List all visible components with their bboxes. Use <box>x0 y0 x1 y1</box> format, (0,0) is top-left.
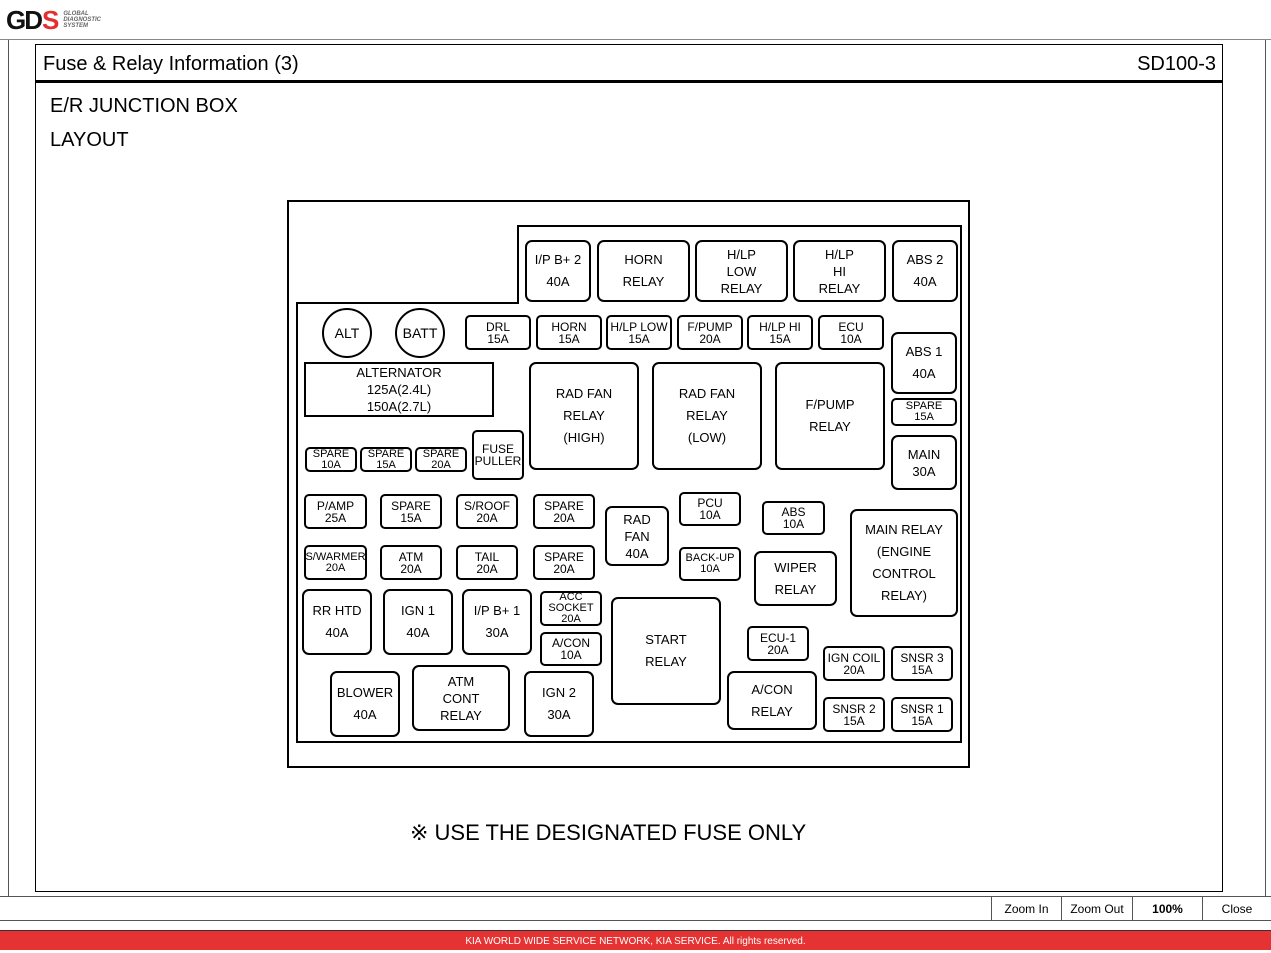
relay-slot: ATM CONT RELAY <box>412 665 510 731</box>
title-divider <box>36 80 1222 83</box>
fuse-slot: HORN 15A <box>536 315 602 350</box>
fuse-slot: SPARE 15A <box>360 447 412 472</box>
relay-slot: HORN RELAY <box>597 240 690 302</box>
document-frame: Fuse & Relay Information (3) SD100-3 E/R… <box>35 44 1223 892</box>
fuse-slot: S/ROOF 20A <box>456 494 518 529</box>
fuse-slot: BACK-UP 10A <box>679 547 741 581</box>
divider <box>1265 40 1266 896</box>
zoom-in-button[interactable]: Zoom In <box>991 897 1061 921</box>
subsection-heading: LAYOUT <box>50 129 129 151</box>
fuse-slot: I/P B+ 2 40A <box>525 240 591 302</box>
fuse-slot: ACC SOCKET 20A <box>540 591 602 626</box>
fuse-slot: ALT <box>322 308 372 358</box>
fuse-slot: SPARE 10A <box>305 447 357 472</box>
fuse-slot: ABS 1 40A <box>891 332 957 394</box>
fuse-slot: PCU 10A <box>679 492 741 526</box>
relay-slot: A/CON RELAY <box>727 671 817 730</box>
fuse-slot: SNSR 1 15A <box>891 697 953 732</box>
fuse-slot: IGN 1 40A <box>383 589 453 655</box>
fuse-slot: RR HTD 40A <box>302 589 372 655</box>
fuse-slot: BLOWER 40A <box>330 671 400 737</box>
relay-slot: RAD FAN RELAY (LOW) <box>652 362 762 470</box>
relay-slot: MAIN RELAY (ENGINE CONTROL RELAY) <box>850 509 958 617</box>
fuse-slot: SPARE 15A <box>380 494 442 529</box>
fuse-slot: A/CON 10A <box>540 632 602 666</box>
fuse-slot: SPARE 20A <box>533 545 595 580</box>
fuse-slot: I/P B+ 1 30A <box>462 589 532 655</box>
page-title: Fuse & Relay Information (3) <box>43 53 299 75</box>
viewer-toolbar: Zoom In Zoom Out 100% Close <box>0 896 1271 921</box>
fuse-note: ※ USE THE DESIGNATED FUSE ONLY <box>410 820 807 845</box>
fuse-slot: F/PUMP 20A <box>677 315 743 350</box>
divider <box>8 40 9 896</box>
fuse-slot: ABS 10A <box>762 501 825 535</box>
close-button[interactable]: Close <box>1202 897 1271 921</box>
fuse-slot: MAIN 30A <box>891 435 957 490</box>
logo-subtitle: GLOBAL DIAGNOSTIC SYSTEM <box>63 11 102 29</box>
fuse-slot: H/LP LOW 15A <box>606 315 672 350</box>
fuse-slot: SPARE 15A <box>891 398 957 426</box>
zoom-level: 100% <box>1132 897 1202 921</box>
relay-slot: WIPER RELAY <box>754 551 837 606</box>
fuse-puller: FUSE PULLER <box>472 430 524 480</box>
fuse-slot: TAIL 20A <box>456 545 518 580</box>
fuse-slot: SNSR 2 15A <box>823 697 885 732</box>
fuse-slot: SPARE 20A <box>415 447 467 472</box>
fuse-slot: P/AMP 25A <box>304 494 367 529</box>
relay-slot: F/PUMP RELAY <box>775 362 885 470</box>
fuse-slot: SPARE 20A <box>533 494 595 529</box>
fuse-slot: RAD FAN 40A <box>605 506 669 566</box>
document-code: SD100-3 <box>1137 53 1216 75</box>
fuse-slot: ABS 2 40A <box>892 240 958 302</box>
fuse-slot: S/WARMER 20A <box>304 545 367 580</box>
fuse-slot: BATT <box>395 308 445 358</box>
fuse-slot: SNSR 3 15A <box>891 646 953 681</box>
relay-slot: RAD FAN RELAY (HIGH) <box>529 362 639 470</box>
relay-slot: H/LP HI RELAY <box>793 240 886 302</box>
section-heading: E/R JUNCTION BOX <box>50 95 238 117</box>
fuse-slot: DRL 15A <box>465 315 531 350</box>
footer: KIA WORLD WIDE SERVICE NETWORK, KIA SERV… <box>0 930 1271 950</box>
fuse-slot: IGN 2 30A <box>524 671 594 737</box>
fuse-slot: IGN COIL 20A <box>823 646 885 681</box>
relay-slot: H/LP LOW RELAY <box>695 240 788 302</box>
fuse-slot: H/LP HI 15A <box>747 315 813 350</box>
relay-slot: START RELAY <box>611 597 721 705</box>
fuse-slot: ATM 20A <box>380 545 442 580</box>
zoom-out-button[interactable]: Zoom Out <box>1061 897 1132 921</box>
fuse-slot: ECU-1 20A <box>747 626 809 661</box>
fuse-slot: ALTERNATOR 125A(2.4L) 150A(2.7L) <box>304 362 494 417</box>
fuse-slot: ECU 10A <box>818 315 884 350</box>
